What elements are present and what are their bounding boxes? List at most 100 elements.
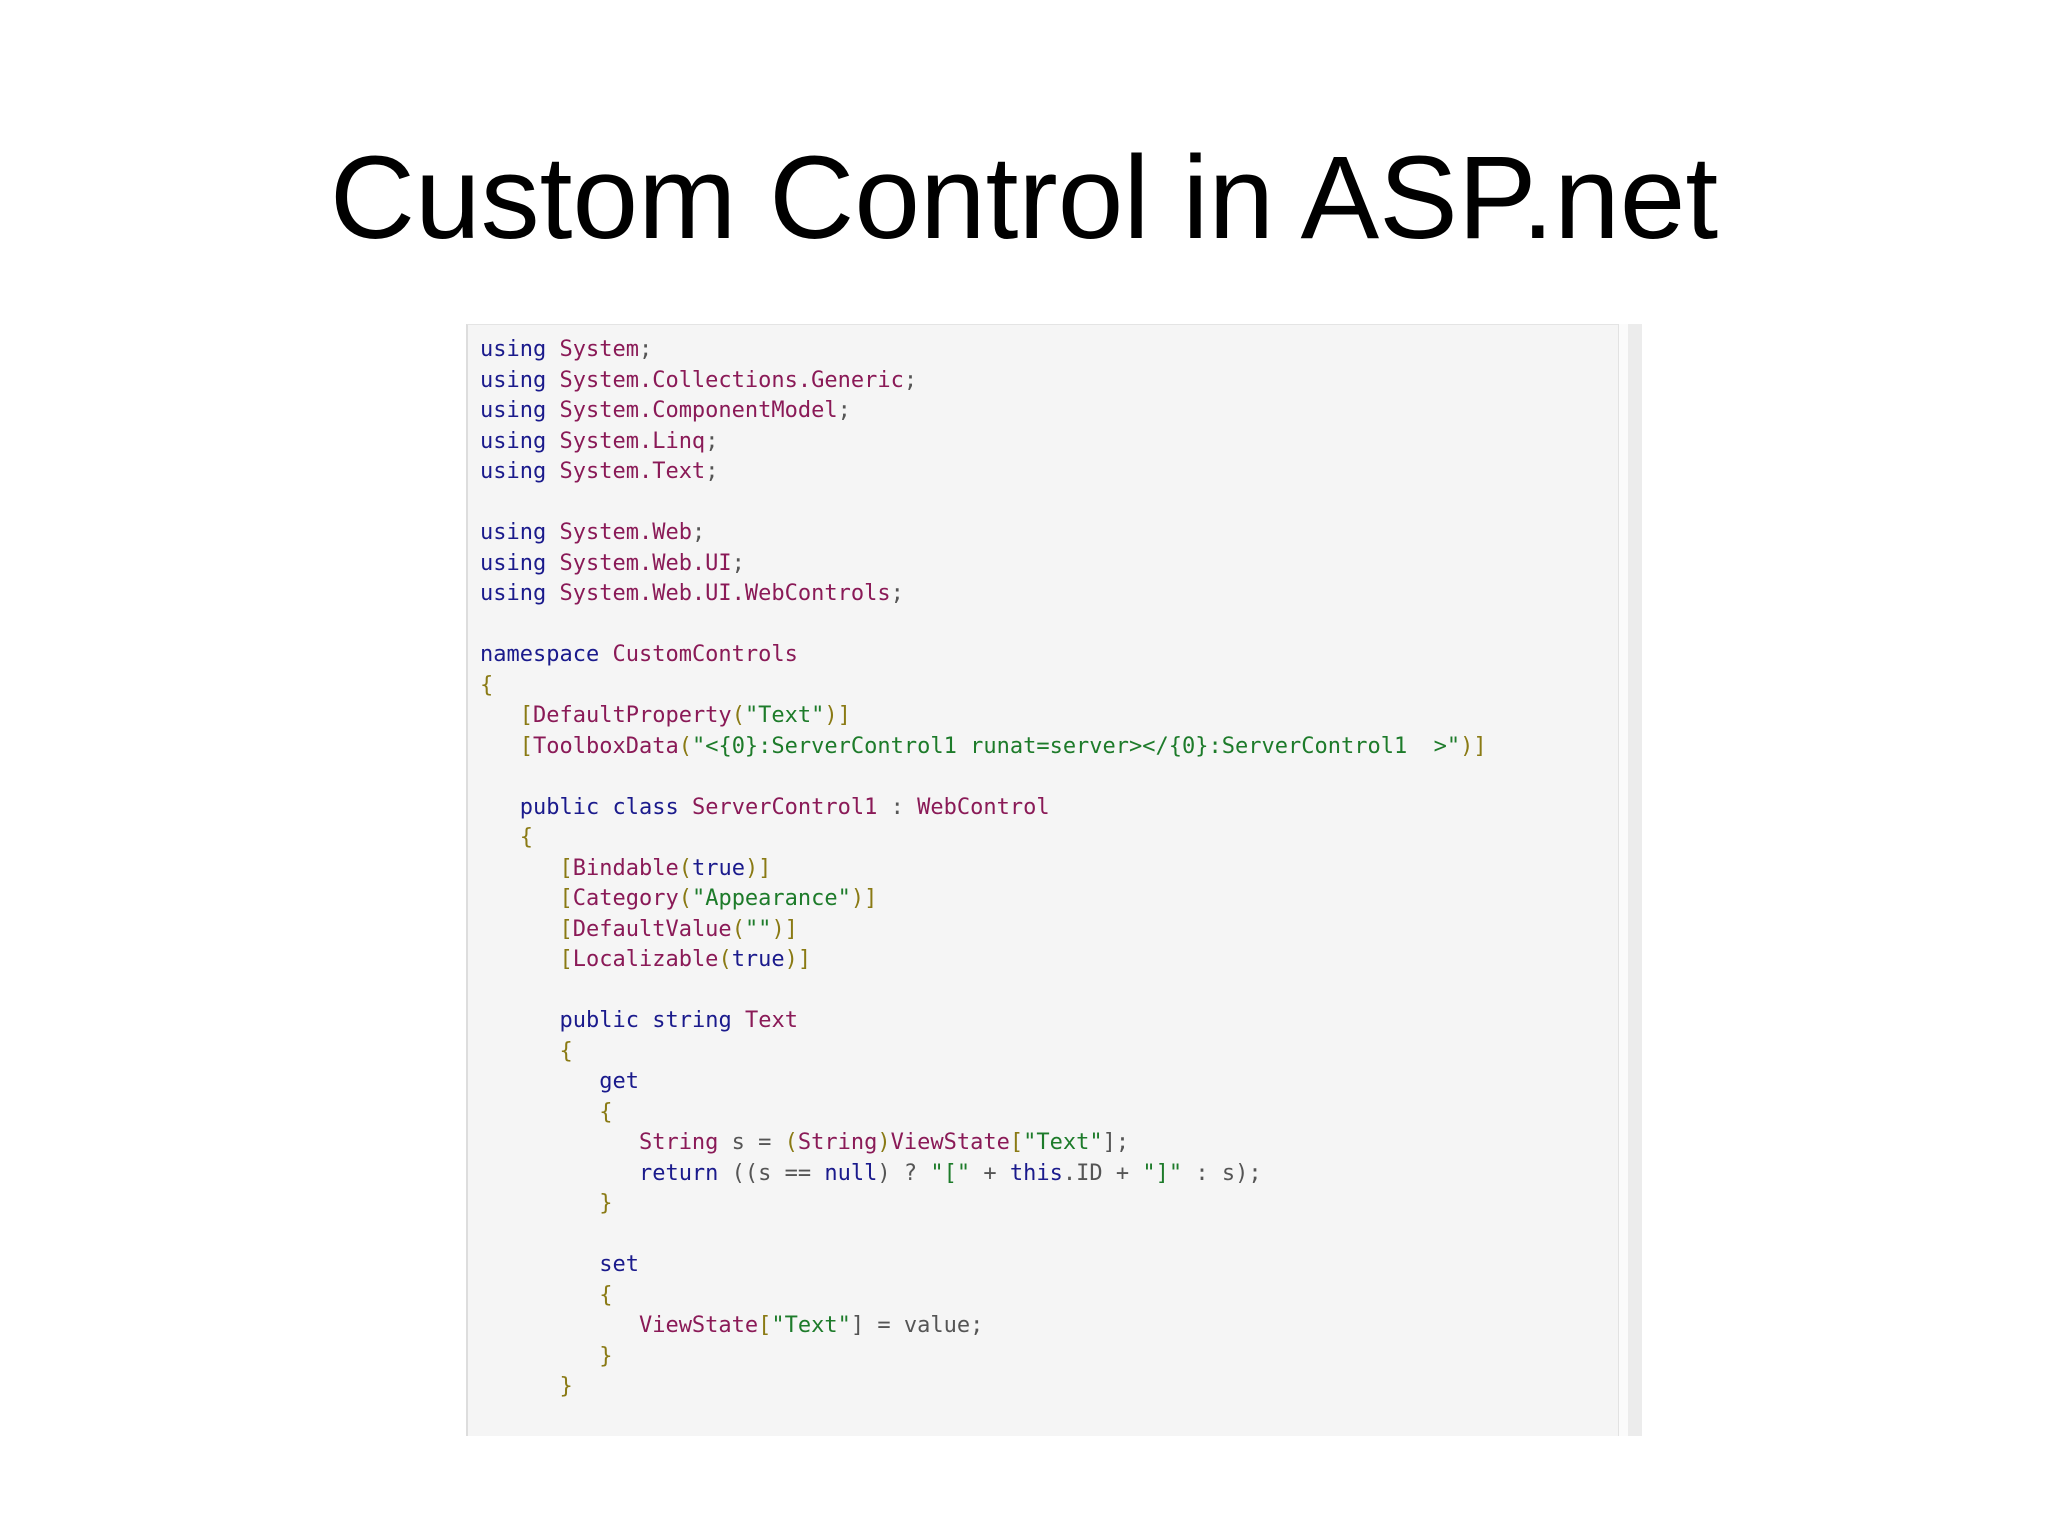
code-line: } [480, 1342, 1487, 1373]
code-token [599, 642, 612, 667]
code-token: ( [718, 947, 732, 972]
code-token: DefaultValue [572, 916, 732, 942]
code-token: ViewState [638, 1313, 759, 1338]
code-token: [ [559, 916, 573, 942]
code-token [639, 1008, 652, 1033]
code-line: { [480, 1281, 1487, 1312]
code-token [546, 520, 559, 545]
code-token: ServerControl1 [691, 794, 878, 820]
code-token: ]; [1102, 1130, 1130, 1155]
code-line: get [480, 1067, 1487, 1098]
code-token: System.Collections.Generic [559, 367, 904, 393]
code-token: String [638, 1130, 719, 1155]
code-token [732, 1008, 745, 1033]
code-token: using [480, 459, 547, 484]
code-token: "Appearance" [691, 886, 851, 911]
code-token [546, 337, 559, 362]
code-token: using [480, 367, 547, 393]
code-token: DefaultProperty [533, 703, 732, 728]
code-line [480, 1220, 1487, 1251]
code-token: )] [850, 886, 878, 911]
code-token: { [599, 1282, 613, 1308]
code-token: System.Linq [559, 428, 706, 454]
code-token [480, 1130, 639, 1155]
code-token: ( [678, 733, 692, 759]
code-line: return ((s == null) ? "[" + this.ID + "]… [480, 1159, 1487, 1190]
code-token: string [652, 1008, 732, 1033]
code-token [546, 581, 559, 606]
code-token: Bindable [572, 855, 679, 881]
code-token: public [559, 1008, 639, 1033]
code-line: using System.Text; [480, 457, 1487, 488]
code-token: ( [678, 855, 692, 881]
code-token: "Text" [1023, 1130, 1103, 1155]
code-line: [DefaultValue("")] [480, 915, 1487, 946]
code-block: using System; using System.Collections.Ge… [466, 324, 1618, 1436]
code-token [480, 795, 520, 820]
code-token: "Text" [771, 1313, 851, 1338]
code-token [480, 703, 520, 728]
code-line: [DefaultProperty("Text")] [480, 701, 1487, 732]
code-line: { [480, 1098, 1487, 1129]
code-token: System.Web.UI.WebControls [559, 581, 891, 606]
code-listing: using System; using System.Collections.Ge… [480, 335, 1487, 1403]
code-line: } [480, 1189, 1487, 1220]
code-token [480, 1191, 599, 1216]
code-token [480, 1374, 559, 1399]
slide-title: Custom Control in ASP.net [329, 132, 1719, 264]
code-token: System.ComponentModel [559, 398, 838, 423]
code-line: { [480, 823, 1487, 854]
code-token: "Text" [744, 703, 825, 728]
code-token [546, 551, 559, 576]
code-token: ; [691, 520, 706, 545]
code-token: ( [731, 703, 745, 728]
code-token: "]" [1142, 1160, 1183, 1186]
code-token [480, 825, 520, 850]
code-line: [Bindable(true)] [480, 854, 1487, 885]
code-token: System [559, 337, 639, 362]
code-token: } [599, 1191, 613, 1216]
code-token: using [480, 398, 547, 423]
code-token: ; [638, 337, 653, 362]
code-token [480, 1344, 599, 1369]
code-token: { [480, 672, 494, 698]
code-token [480, 947, 559, 972]
code-token: ( [784, 1130, 798, 1155]
code-token [480, 1283, 599, 1308]
code-token [480, 1069, 599, 1094]
code-line: public string Text [480, 1006, 1487, 1037]
code-token: public [519, 794, 600, 820]
code-token: using [480, 520, 547, 545]
code-token: : [877, 794, 918, 820]
code-line [480, 610, 1487, 641]
code-token: { [519, 825, 533, 850]
code-token: )] [824, 703, 851, 728]
code-line: { [480, 671, 1487, 702]
code-line: using System.ComponentModel; [480, 396, 1487, 427]
code-token: "" [744, 916, 772, 942]
code-token: ( [731, 916, 745, 942]
code-token: return [638, 1160, 719, 1186]
code-token: [ [559, 886, 573, 911]
code-token: [ [519, 703, 533, 728]
code-token: String [797, 1130, 878, 1155]
code-token: ; [705, 459, 719, 484]
code-token: Category [572, 886, 679, 911]
code-line: [Category("Appearance")] [480, 884, 1487, 915]
code-token [480, 1039, 559, 1064]
code-line: using System.Collections.Generic; [480, 366, 1487, 397]
code-token [480, 1100, 599, 1125]
code-line: public class ServerControl1 : WebControl [480, 793, 1487, 824]
code-token: class [612, 794, 679, 820]
code-token: "<{0}:ServerControl1 runat=server></{0}:… [691, 733, 1461, 759]
code-token: true [691, 855, 745, 881]
code-token: { [559, 1038, 573, 1064]
code-token: System.Text [559, 459, 706, 484]
code-token: Text [744, 1008, 798, 1033]
code-token: )] [771, 916, 798, 942]
code-line [480, 488, 1487, 519]
code-token: ; [731, 550, 745, 576]
code-line: namespace CustomControls [480, 640, 1487, 671]
code-scrollbar-thumb[interactable] [1628, 324, 1642, 1436]
